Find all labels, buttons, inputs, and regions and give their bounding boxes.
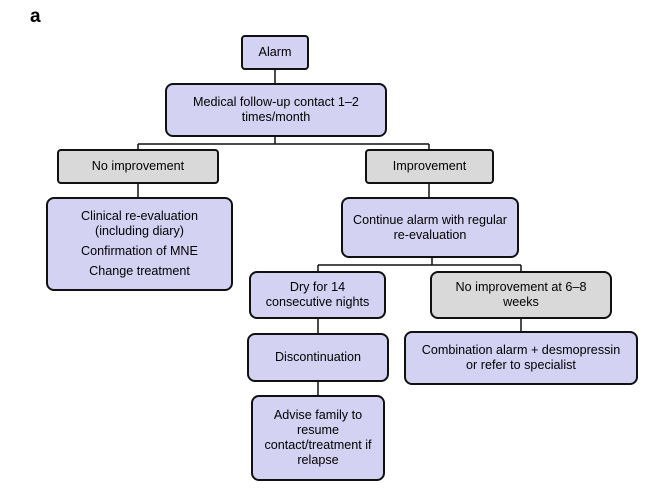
alarm-label: Alarm bbox=[258, 45, 292, 59]
followup-node: Medical follow-up contact 1–2 times/mont… bbox=[165, 83, 387, 137]
improvement-label: Improvement bbox=[392, 159, 467, 173]
discontinuation-label: Discontinuation bbox=[274, 350, 362, 364]
clinical-reevaluation-label: Clinical re-evaluation (including diary) bbox=[81, 209, 198, 238]
no-improvement-label: No improvement bbox=[91, 159, 185, 173]
change-treatment-label: Change treatment bbox=[89, 264, 190, 278]
continue-alarm-label: Continue alarm with regular re-evaluatio… bbox=[353, 212, 507, 242]
discontinuation-node: Discontinuation bbox=[247, 333, 389, 382]
clinical-reevaluation-node: Clinical re-evaluation (including diary)… bbox=[46, 197, 233, 291]
continue-alarm-node: Continue alarm with regular re-evaluatio… bbox=[341, 197, 519, 258]
no-improvement-node: No improvement bbox=[57, 149, 219, 184]
advise-family-label: Advise family to resume contact/treatmen… bbox=[264, 408, 372, 467]
improvement-node: Improvement bbox=[365, 149, 494, 184]
confirmation-mne-label: Confirmation of MNE bbox=[81, 244, 198, 258]
combination-label: Combination alarm + desmopressin or refe… bbox=[421, 343, 621, 372]
followup-label: Medical follow-up contact 1–2 times/mont… bbox=[193, 95, 359, 124]
no-improvement-weeks-label: No improvement at 6–8 weeks bbox=[455, 280, 587, 309]
advise-family-node: Advise family to resume contact/treatmen… bbox=[251, 395, 385, 481]
dry-label: Dry for 14 consecutive nights bbox=[265, 280, 370, 309]
dry-node: Dry for 14 consecutive nights bbox=[249, 271, 386, 319]
combination-node: Combination alarm + desmopressin or refe… bbox=[404, 331, 638, 385]
alarm-node: Alarm bbox=[241, 35, 309, 70]
no-improvement-weeks-node: No improvement at 6–8 weeks bbox=[430, 271, 612, 319]
panel-label: a bbox=[30, 6, 41, 27]
